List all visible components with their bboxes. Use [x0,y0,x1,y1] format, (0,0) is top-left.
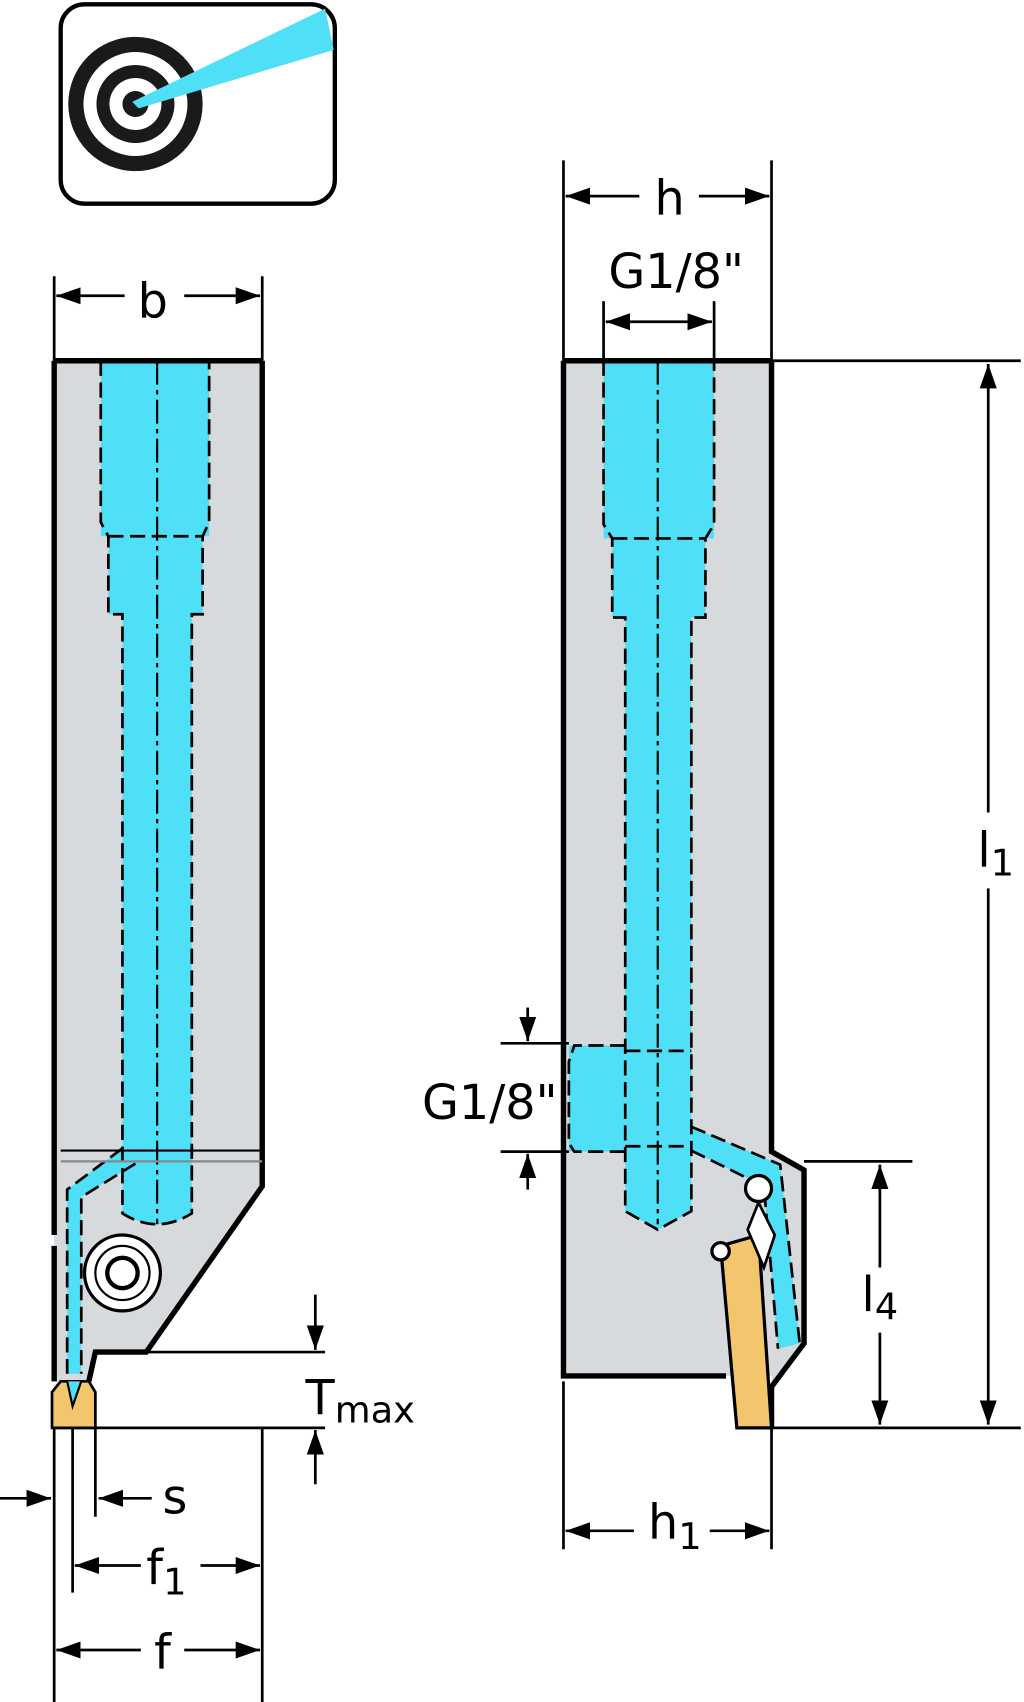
front-view [50,358,265,1430]
dim-g-top: G1/8" [608,245,744,300]
dim-b: b [138,274,168,329]
dim-g-side: G1/8" [422,1076,558,1131]
dim-f: f [154,1625,172,1680]
dim-s: s [163,1470,188,1525]
left-dimensions: b Tmax s f1 f [0,274,415,1702]
dim-h: h [655,172,685,227]
side-view [560,358,807,1430]
dim-tmax: Tmax [305,1371,415,1432]
right-dimensions: h G1/8" G1/8" l1 l4 h1 [422,160,1021,1558]
coolant-target-icon [58,2,337,206]
dim-f1: f1 [146,1541,186,1604]
dim-h1: h1 [648,1495,702,1558]
dim-l4: l4 [861,1268,898,1329]
dim-l1: l1 [977,824,1014,885]
clamp-screw [82,1233,162,1313]
